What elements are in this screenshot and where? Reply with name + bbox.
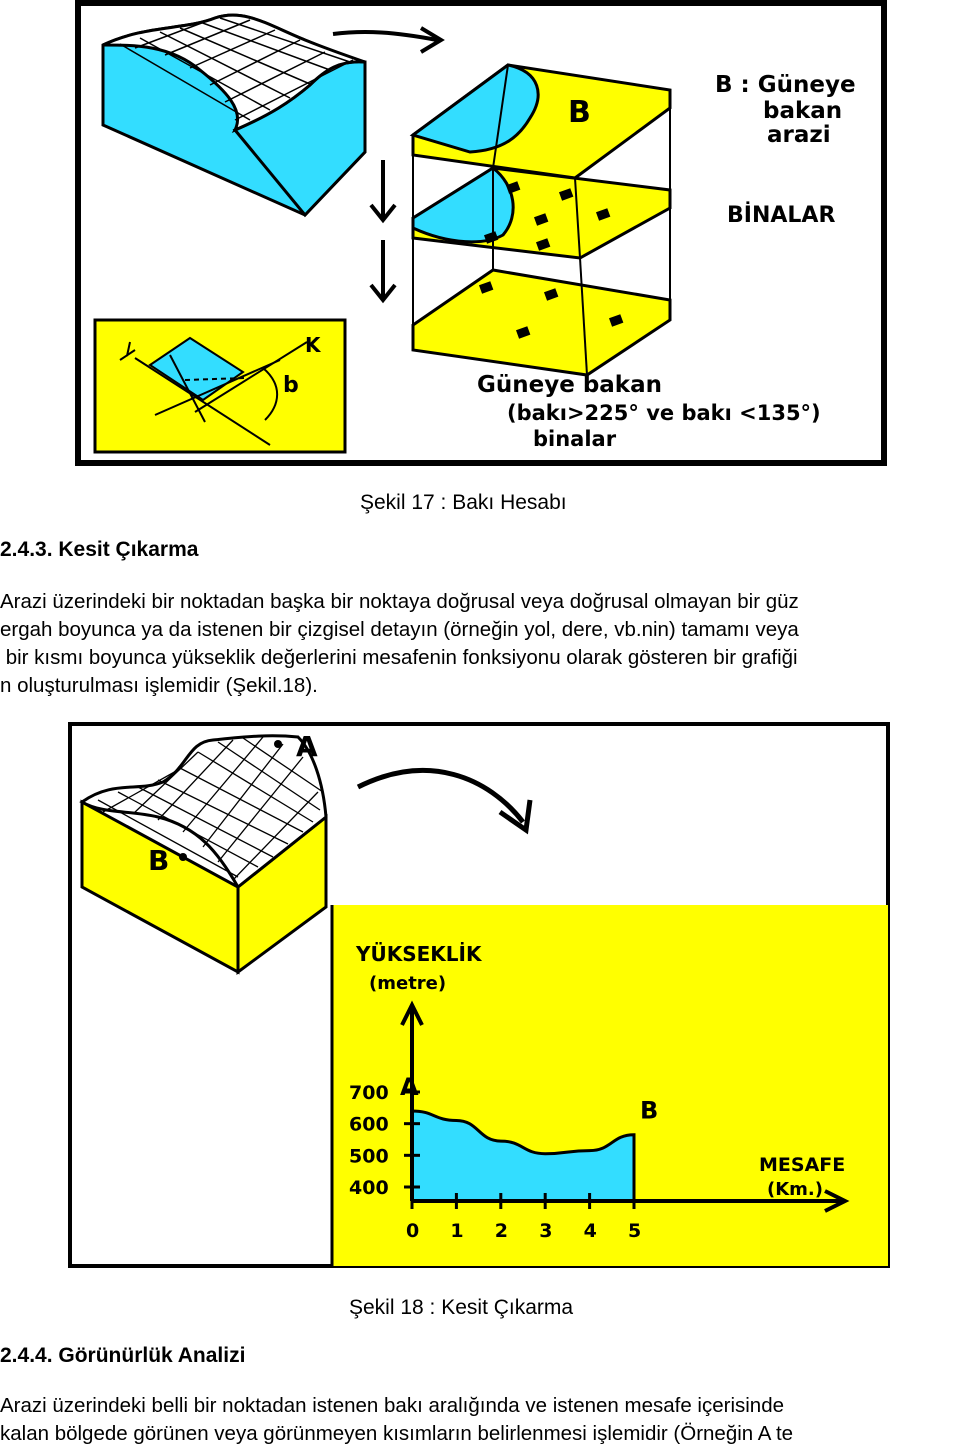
y-tick-label: 700 xyxy=(349,1082,389,1104)
layer-b-letter: B xyxy=(568,95,591,130)
arrow-right-head xyxy=(419,26,445,54)
paragraph-line: bir kısmı boyunca yükseklik değerlerini … xyxy=(0,646,798,669)
y-tick-label: 400 xyxy=(349,1177,389,1199)
inset-b: b xyxy=(283,373,299,398)
label-b-line2: bakan xyxy=(763,98,842,124)
profile-area xyxy=(410,1109,636,1203)
y-axis-label: YÜKSEKLİK xyxy=(355,942,483,966)
y-axis-unit: (metre) xyxy=(369,973,446,994)
label-binalar: BİNALAR xyxy=(727,202,835,228)
y-axis-arrowhead xyxy=(400,1000,424,1026)
block-point-a: A xyxy=(296,730,318,763)
x-tick-label: 5 xyxy=(628,1220,641,1242)
chart-background xyxy=(331,905,888,1266)
y-tick-label: 500 xyxy=(349,1145,389,1167)
figure-18: B A YÜKSEKLİK (metre) MESAFE (Km.) 40050… xyxy=(68,722,890,1268)
x-axis-arrowhead xyxy=(824,1189,850,1213)
x-tick-label: 0 xyxy=(406,1220,419,1242)
y-tick-label: 600 xyxy=(349,1114,389,1136)
terrain-block-2: B A xyxy=(79,730,328,975)
x-tick-label: 3 xyxy=(539,1220,552,1242)
x-axis-label: MESAFE xyxy=(759,1154,845,1176)
layer-stack: B xyxy=(409,63,672,377)
chart-layer: 400 500 600 700 0 1 2 3 4 5 A B xyxy=(349,1000,850,1242)
bottom-label-line1: Güneye bakan xyxy=(477,372,662,398)
x-axis-unit: (Km.) xyxy=(767,1179,823,1200)
arrow-right xyxy=(332,30,438,42)
point-label: A xyxy=(400,1073,419,1101)
paragraph-line: kalan bölgede görünen veya görünmeyen kı… xyxy=(0,1422,794,1445)
profile-chart: YÜKSEKLİK (metre) MESAFE (Km.) 400 500 600… xyxy=(330,905,888,1266)
x-tick-label: 2 xyxy=(495,1220,508,1242)
x-tick-label: 4 xyxy=(584,1220,597,1242)
bottom-label-line3: binalar xyxy=(533,427,617,451)
section-paragraph-kesit: Arazi üzerindeki bir noktadan başka bir … xyxy=(0,588,960,700)
paragraph-line: Arazi üzerindeki bir noktadan başka bir … xyxy=(0,590,799,613)
figure-17-caption: Şekil 17 : Bakı Hesabı xyxy=(360,491,567,514)
paragraph-line: Arazi üzerindeki belli bir noktadan iste… xyxy=(0,1394,785,1417)
section-heading-kesit: 2.4.3. Kesit Çıkarma xyxy=(0,538,199,561)
label-b-line3: arazi xyxy=(767,122,831,148)
figure-17: B B : Güneye bakan arazi BİNALAR K b Gün… xyxy=(75,0,887,466)
section-paragraph-gorunurluk: Arazi üzerindeki belli bir noktadan iste… xyxy=(0,1392,960,1448)
inset-k: K xyxy=(305,333,322,357)
aspect-inset: K b xyxy=(93,318,347,454)
arrow-curve xyxy=(356,768,525,824)
label-b-line1: B : Güneye xyxy=(715,72,856,98)
paragraph-line: n oluşturulması işlemidir (Şekil.18). xyxy=(0,674,318,697)
point-label: B xyxy=(640,1097,658,1125)
paragraph-line: ergah boyunca ya da istenen bir çizgisel… xyxy=(0,618,799,641)
section-heading-gorunurluk: 2.4.4. Görünürlük Analizi xyxy=(0,1344,246,1367)
block-point-b: B xyxy=(148,844,169,877)
figure-18-caption: Şekil 18 : Kesit Çıkarma xyxy=(349,1296,574,1319)
terrain-block-1 xyxy=(101,13,367,218)
x-tick-label: 1 xyxy=(450,1220,463,1242)
bottom-label-line2: (bakı>225° ve bakı <135°) xyxy=(507,401,821,425)
